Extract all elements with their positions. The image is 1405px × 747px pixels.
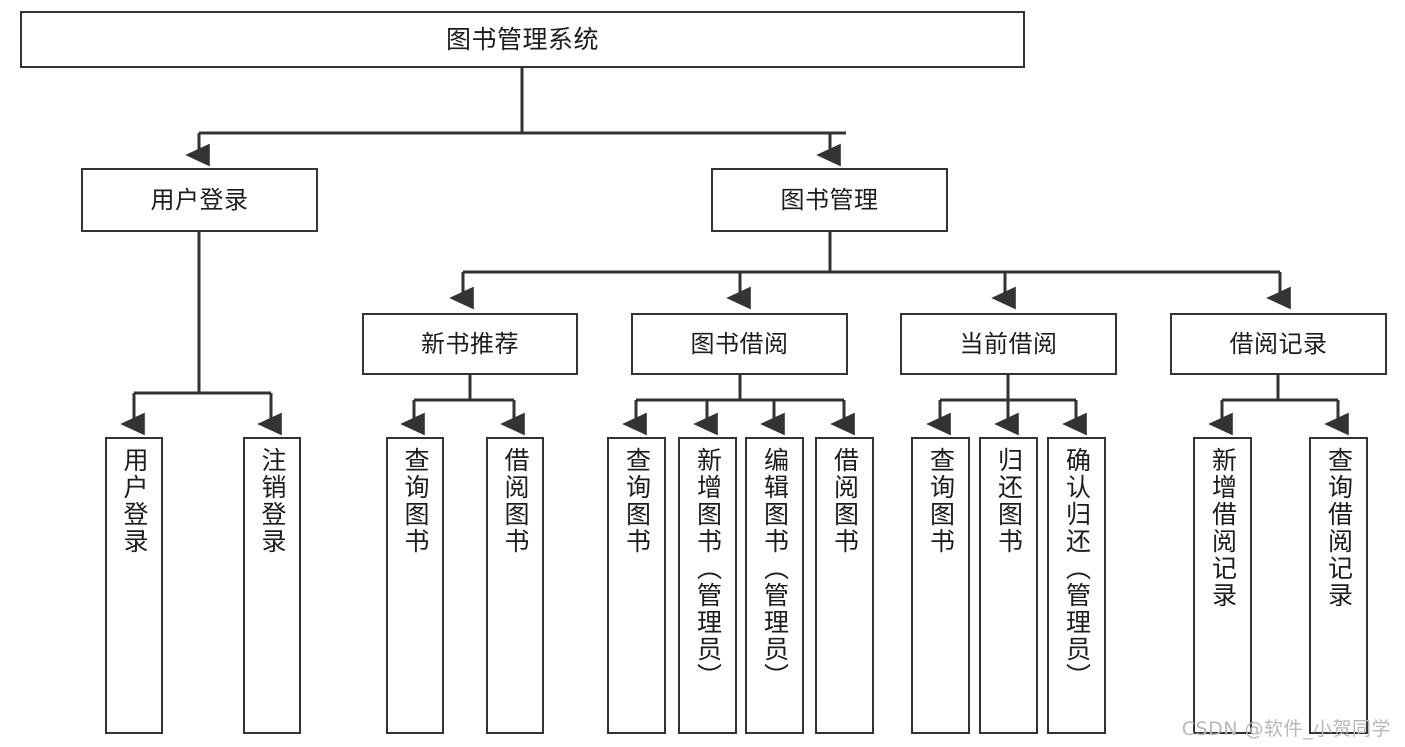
node-label: 确认归还（管理员） — [1062, 447, 1092, 690]
leaf-borrow-edit-book-admin[interactable]: 编辑图书（管理员） — [745, 437, 804, 734]
node-current-borrow[interactable]: 当前借阅 — [900, 313, 1117, 375]
node-new-book-recommend[interactable]: 新书推荐 — [362, 313, 578, 375]
node-label: 查询图书 — [622, 447, 652, 555]
node-label: 用户登录 — [150, 185, 249, 214]
node-user-login[interactable]: 用户登录 — [81, 168, 318, 232]
leaf-current-return-book[interactable]: 归还图书 — [979, 437, 1038, 734]
node-label: 图书管理 — [780, 185, 879, 214]
csdn-watermark: CSDN @软件_小贺同学 — [1181, 718, 1391, 740]
leaf-records-add-record[interactable]: 新增借阅记录 — [1193, 437, 1252, 734]
node-root-system[interactable]: 图书管理系统 — [20, 11, 1025, 68]
node-label: 新增借阅记录 — [1208, 447, 1238, 609]
node-label: 新书推荐 — [421, 329, 519, 358]
node-label: 图书借阅 — [690, 329, 789, 358]
leaf-records-query-record[interactable]: 查询借阅记录 — [1309, 437, 1368, 734]
node-label: 借阅图书 — [501, 447, 530, 555]
leaf-new-book-query[interactable]: 查询图书 — [386, 437, 444, 734]
node-label: 注销登录 — [258, 447, 287, 555]
node-label: 借阅记录 — [1229, 329, 1328, 358]
node-label: 查询图书 — [926, 447, 956, 555]
leaf-user-login-signin[interactable]: 用户登录 — [105, 437, 163, 734]
node-label: 用户登录 — [120, 447, 149, 555]
leaf-user-login-signout[interactable]: 注销登录 — [243, 437, 301, 734]
node-label: 归还图书 — [994, 447, 1024, 555]
node-label: 新增图书（管理员） — [693, 447, 723, 690]
node-label: 查询图书 — [401, 447, 430, 555]
node-label: 查询借阅记录 — [1324, 447, 1354, 609]
leaf-current-query-book[interactable]: 查询图书 — [911, 437, 970, 734]
leaf-borrow-query-book[interactable]: 查询图书 — [607, 437, 666, 734]
leaf-borrow-borrow-book[interactable]: 借阅图书 — [815, 437, 874, 734]
leaf-new-book-borrow[interactable]: 借阅图书 — [486, 437, 544, 734]
node-label: 当前借阅 — [959, 329, 1058, 358]
node-book-management[interactable]: 图书管理 — [711, 168, 948, 232]
node-label: 图书管理系统 — [445, 24, 599, 54]
node-label: 借阅图书 — [830, 447, 860, 555]
leaf-borrow-add-book-admin[interactable]: 新增图书（管理员） — [678, 437, 737, 734]
leaf-current-confirm-return-admin[interactable]: 确认归还（管理员） — [1047, 437, 1106, 734]
node-book-borrow[interactable]: 图书借阅 — [631, 313, 848, 375]
node-label: 编辑图书（管理员） — [760, 447, 790, 690]
node-borrow-records[interactable]: 借阅记录 — [1170, 313, 1387, 375]
